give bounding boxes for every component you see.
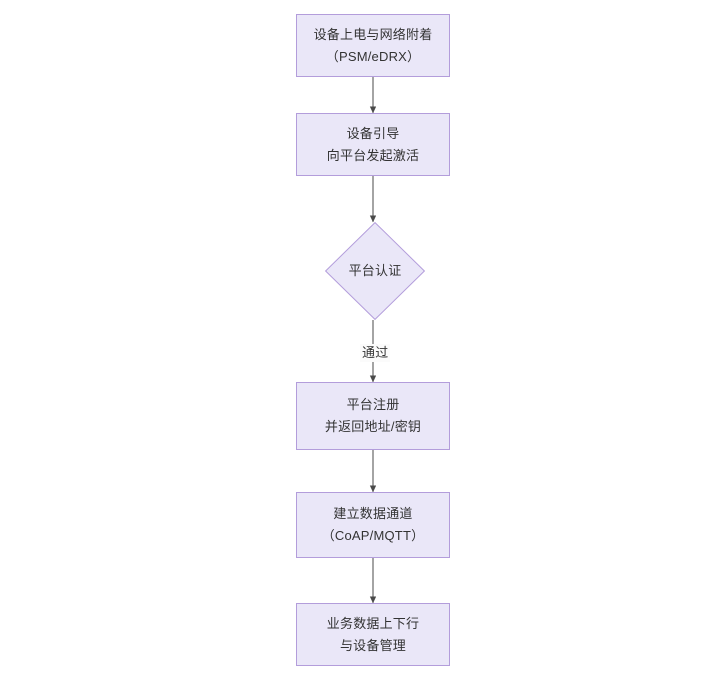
node-label-line: 建立数据通道 [333, 506, 413, 521]
node-label-line: （CoAP/MQTT） [321, 528, 425, 543]
node-label-line: 向平台发起激活 [326, 147, 420, 163]
edge-label: 通过 [360, 344, 391, 362]
process-node: 设备引导向平台发起激活 [296, 113, 450, 176]
node-label-line: 设备上电与网络附着 [313, 26, 433, 42]
node-label-line: 设备引导 [346, 125, 400, 141]
node-label-line: （PSM/eDRX） [325, 48, 421, 64]
node-label-line: 业务数据上下行 [326, 615, 420, 631]
decision-node: 平台认证 [325, 222, 425, 320]
process-node: 设备上电与网络附着 （PSM/eDRX） [296, 14, 450, 77]
node-label-line: 与设备管理 [339, 637, 406, 653]
diamond-shape [325, 222, 425, 320]
process-node: 业务数据上下行与设备管理 [296, 603, 450, 666]
node-label-line: 平台注册 [346, 397, 400, 412]
node-label: 平台认证 [348, 263, 402, 278]
node-label-line: 并返回地址/密钥 [324, 419, 422, 434]
process-node: 平台注册并返回地址/密钥 [296, 382, 450, 450]
process-node: 建立数据通道 （CoAP/MQTT） [296, 492, 450, 558]
